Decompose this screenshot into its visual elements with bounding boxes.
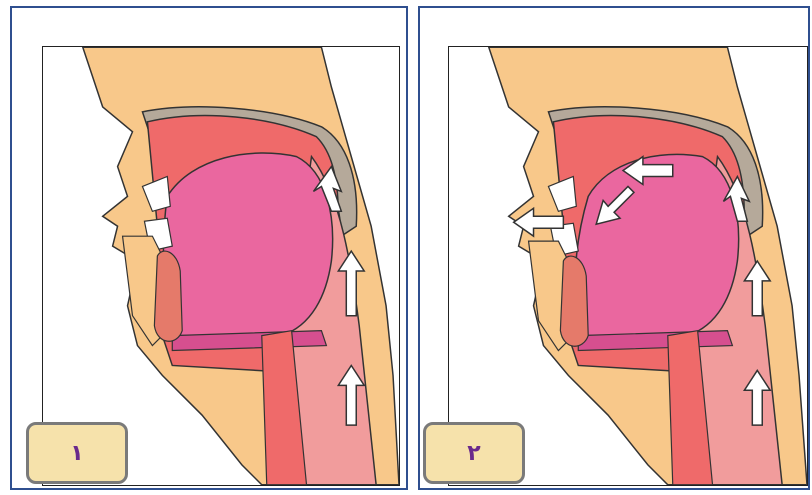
jaw-muscle [560, 256, 588, 346]
panel-1-frame: ١ [10, 6, 408, 490]
tongue [163, 153, 332, 336]
vocal-tract-illustration-1 [43, 47, 399, 485]
vocal-tract-illustration-2 [449, 47, 807, 485]
tongue [575, 154, 739, 335]
jaw-muscle [154, 251, 182, 341]
panel-label-1: ١ [26, 422, 128, 484]
anatomy-diagram-1 [42, 46, 400, 486]
panel-2-frame: ٢ [418, 6, 810, 490]
panel-label-2: ٢ [423, 422, 525, 484]
anatomy-diagram-2 [448, 46, 808, 486]
